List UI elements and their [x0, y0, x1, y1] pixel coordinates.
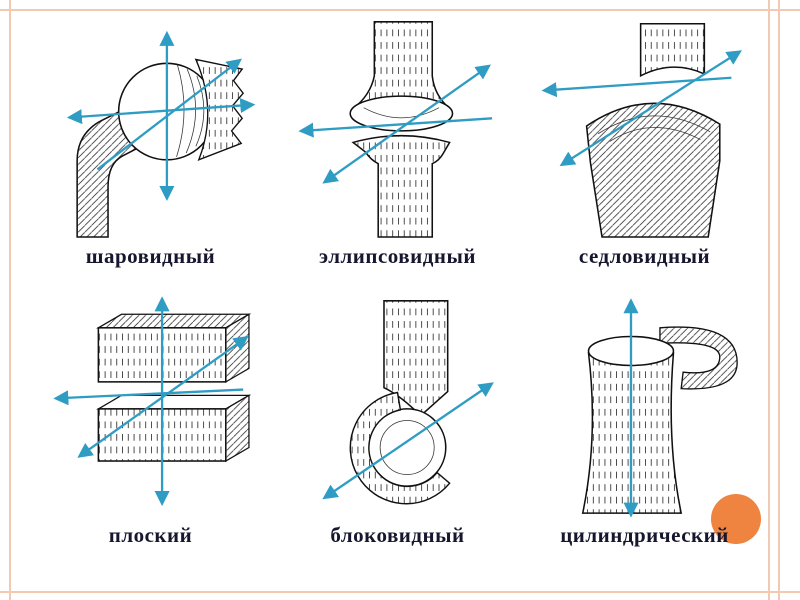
joint-figures-grid: шаровидный [30, 16, 765, 548]
axis-arrows [66, 30, 256, 202]
joint-figure-ball: шаровидный [30, 16, 271, 269]
axis-arrows [541, 50, 742, 167]
joint-label-ellipsoid: эллипсовидный [319, 244, 476, 268]
ball-joint-illustration [66, 30, 256, 238]
ring [659, 326, 738, 390]
joint-label-saddle: седловидный [578, 244, 711, 268]
axis-arrows [298, 64, 493, 184]
saddle-joint-illustration [541, 22, 742, 238]
joint-label-plane: плоский [108, 523, 193, 547]
joint-label-trochlear: блоковидный [330, 523, 465, 547]
cylindrical-joint-illustration [581, 298, 738, 517]
frame-line-bottom [0, 591, 800, 593]
accent-circle [711, 494, 761, 544]
ellipsoid-joint-illustration [298, 21, 493, 238]
frame-line-right-outer [778, 0, 780, 600]
joint-figure-saddle: седловидный [524, 16, 765, 269]
bone-upper [96, 313, 252, 383]
bone-upper [349, 21, 454, 132]
trochlear-joint-illustration [322, 300, 494, 505]
plane-joint-illustration [53, 296, 252, 507]
joint-figure-cylindrical: цилиндрический [524, 295, 765, 548]
bone-upper [639, 22, 706, 78]
joint-label-ball: шаровидный [85, 244, 216, 268]
frame-line-top [0, 9, 800, 11]
joint-figure-trochlear: блоковидный [277, 295, 518, 548]
bone-lower [585, 102, 721, 238]
axis-arrows [322, 382, 494, 500]
frame-line-right-inner [768, 0, 770, 600]
joint-figure-plane: плоский [30, 295, 271, 548]
joint-figure-ellipsoid: эллипсовидный [277, 16, 518, 269]
axis-arrows [53, 296, 249, 507]
frame-line-left [9, 0, 11, 600]
joint-label-cylindrical: цилиндрический [560, 523, 729, 547]
